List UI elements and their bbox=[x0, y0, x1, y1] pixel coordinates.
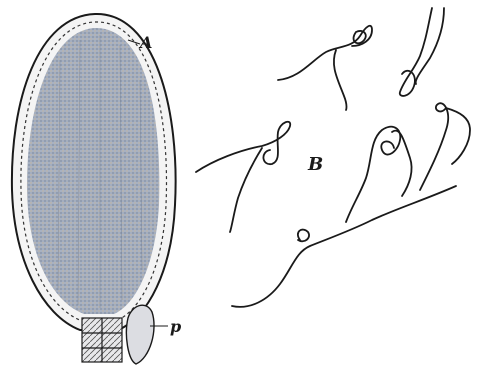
spermatozoid-4 bbox=[346, 127, 400, 222]
spermatozoid-5 bbox=[420, 103, 448, 190]
label-a: A bbox=[138, 33, 152, 52]
spermatozoid-1-tail bbox=[334, 50, 347, 110]
spermatozoids-b bbox=[196, 8, 470, 307]
spermatozoid-6 bbox=[232, 186, 456, 307]
spermatozoid-4-tail bbox=[392, 131, 412, 196]
label-p: p bbox=[170, 317, 181, 336]
paraphysis bbox=[126, 305, 154, 364]
spermatozoid-1 bbox=[278, 26, 372, 80]
spermatozoid-5-tail bbox=[446, 108, 470, 164]
spermatozoid-3-tail bbox=[230, 148, 262, 232]
spermatozoid-6-coil bbox=[298, 230, 309, 242]
sporangium-basal-cells bbox=[82, 318, 122, 362]
sporangium-a bbox=[12, 14, 176, 364]
spermatozoid-3 bbox=[196, 122, 290, 172]
label-b: B bbox=[307, 154, 323, 175]
